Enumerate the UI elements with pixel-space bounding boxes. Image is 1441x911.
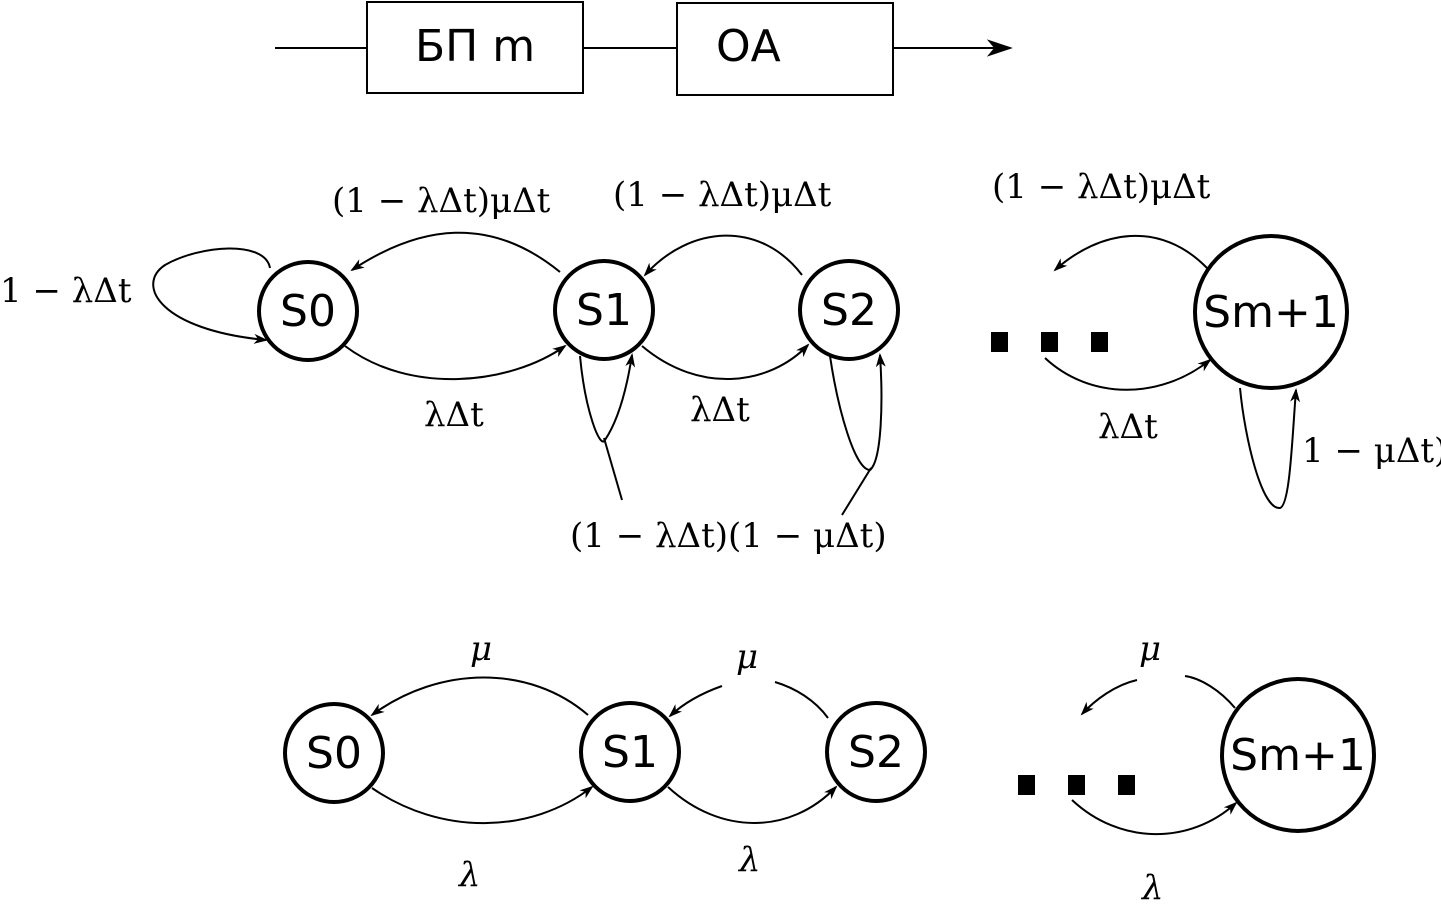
s0-to-s1-arc [344,344,567,380]
s1-to-s0-label: (1 − λΔt)μΔt [332,181,551,221]
s1-to-s2-label: λ [737,840,761,880]
ellipsis-dots [991,332,1108,352]
sm1-back-arc [1053,235,1208,272]
label-leader-1 [603,437,623,501]
s0-to-s1-label: λΔt [424,395,484,435]
s0-self-loop-arc [152,247,271,344]
label-leader-2 [841,467,872,516]
continuous-graph: S0 S1 S2 Sm+1 μ μ μ λ λ λ [283,629,1376,908]
state-node-sm1: Sm+1 [1220,677,1376,833]
s0-to-s1-label: λ [457,855,481,895]
state-node-sm1: Sm+1 [1193,234,1349,390]
s1-to-s0-label: μ [470,629,492,669]
state-node-s0: S0 [283,702,385,804]
server-box [676,2,894,96]
state-node-s2: S2 [825,701,927,803]
node-label: S1 [576,285,632,336]
s2-self-loop-arc [829,353,886,472]
state-node-s0: S0 [257,260,359,362]
s2-to-s1-label: (1 − λΔt)μΔt [613,175,832,215]
node-label: Sm+1 [1203,287,1339,338]
node-label: S2 [821,285,877,336]
ellipsis-dots [1018,775,1135,795]
s1-to-s2-arc [667,785,838,824]
node-label: S2 [848,727,904,778]
sm1-back-arc-tail [1184,675,1236,709]
s1-self-loop-arc [579,353,636,443]
s2-to-s1-arc [643,234,803,277]
server-label: ОА [716,21,781,72]
s2-to-s1-arc-tail [774,681,829,719]
into-sm1-arc [1071,799,1238,836]
s1-to-s2-arc [641,343,810,380]
sm1-back-label: μ [1139,629,1161,669]
sm1-back-arc-head [1080,679,1138,716]
state-node-s2: S2 [798,259,900,361]
s0-self-loop-label: 1 − λΔt [0,271,132,311]
sm1-back-label: (1 − λΔt)μΔt [992,167,1211,207]
discrete-graph: S0 S1 S2 Sm+1 1 − λΔt (1 − λΔt)μΔt (1 − … [0,167,1441,556]
into-sm1-label: λ [1140,868,1164,908]
block-diagram: БП m ОА [275,1,1013,96]
state-node-s1: S1 [579,701,681,803]
buffer-label: БП m [415,21,535,72]
into-sm1-label: λΔt [1098,407,1158,447]
s0-to-s1-arc [371,785,594,825]
into-sm1-arc [1044,357,1212,391]
s1-to-s0-arc [350,231,561,273]
middle-self-loops-label: (1 − λΔt)(1 − μΔt) [570,516,887,556]
s2-to-s1-arc-head [668,685,723,718]
s1-to-s2-label: λΔt [690,390,750,430]
state-node-s1: S1 [553,259,655,361]
node-label: S0 [280,286,336,337]
node-label: S1 [602,727,658,778]
node-label: Sm+1 [1230,730,1366,781]
node-label: S0 [306,728,362,779]
s1-to-s0-arc [370,676,589,717]
sm1-self-loop-label: 1 − μΔt) [1302,431,1441,471]
sm1-self-loop-arc [1239,387,1301,510]
s2-to-s1-label: μ [736,637,758,677]
